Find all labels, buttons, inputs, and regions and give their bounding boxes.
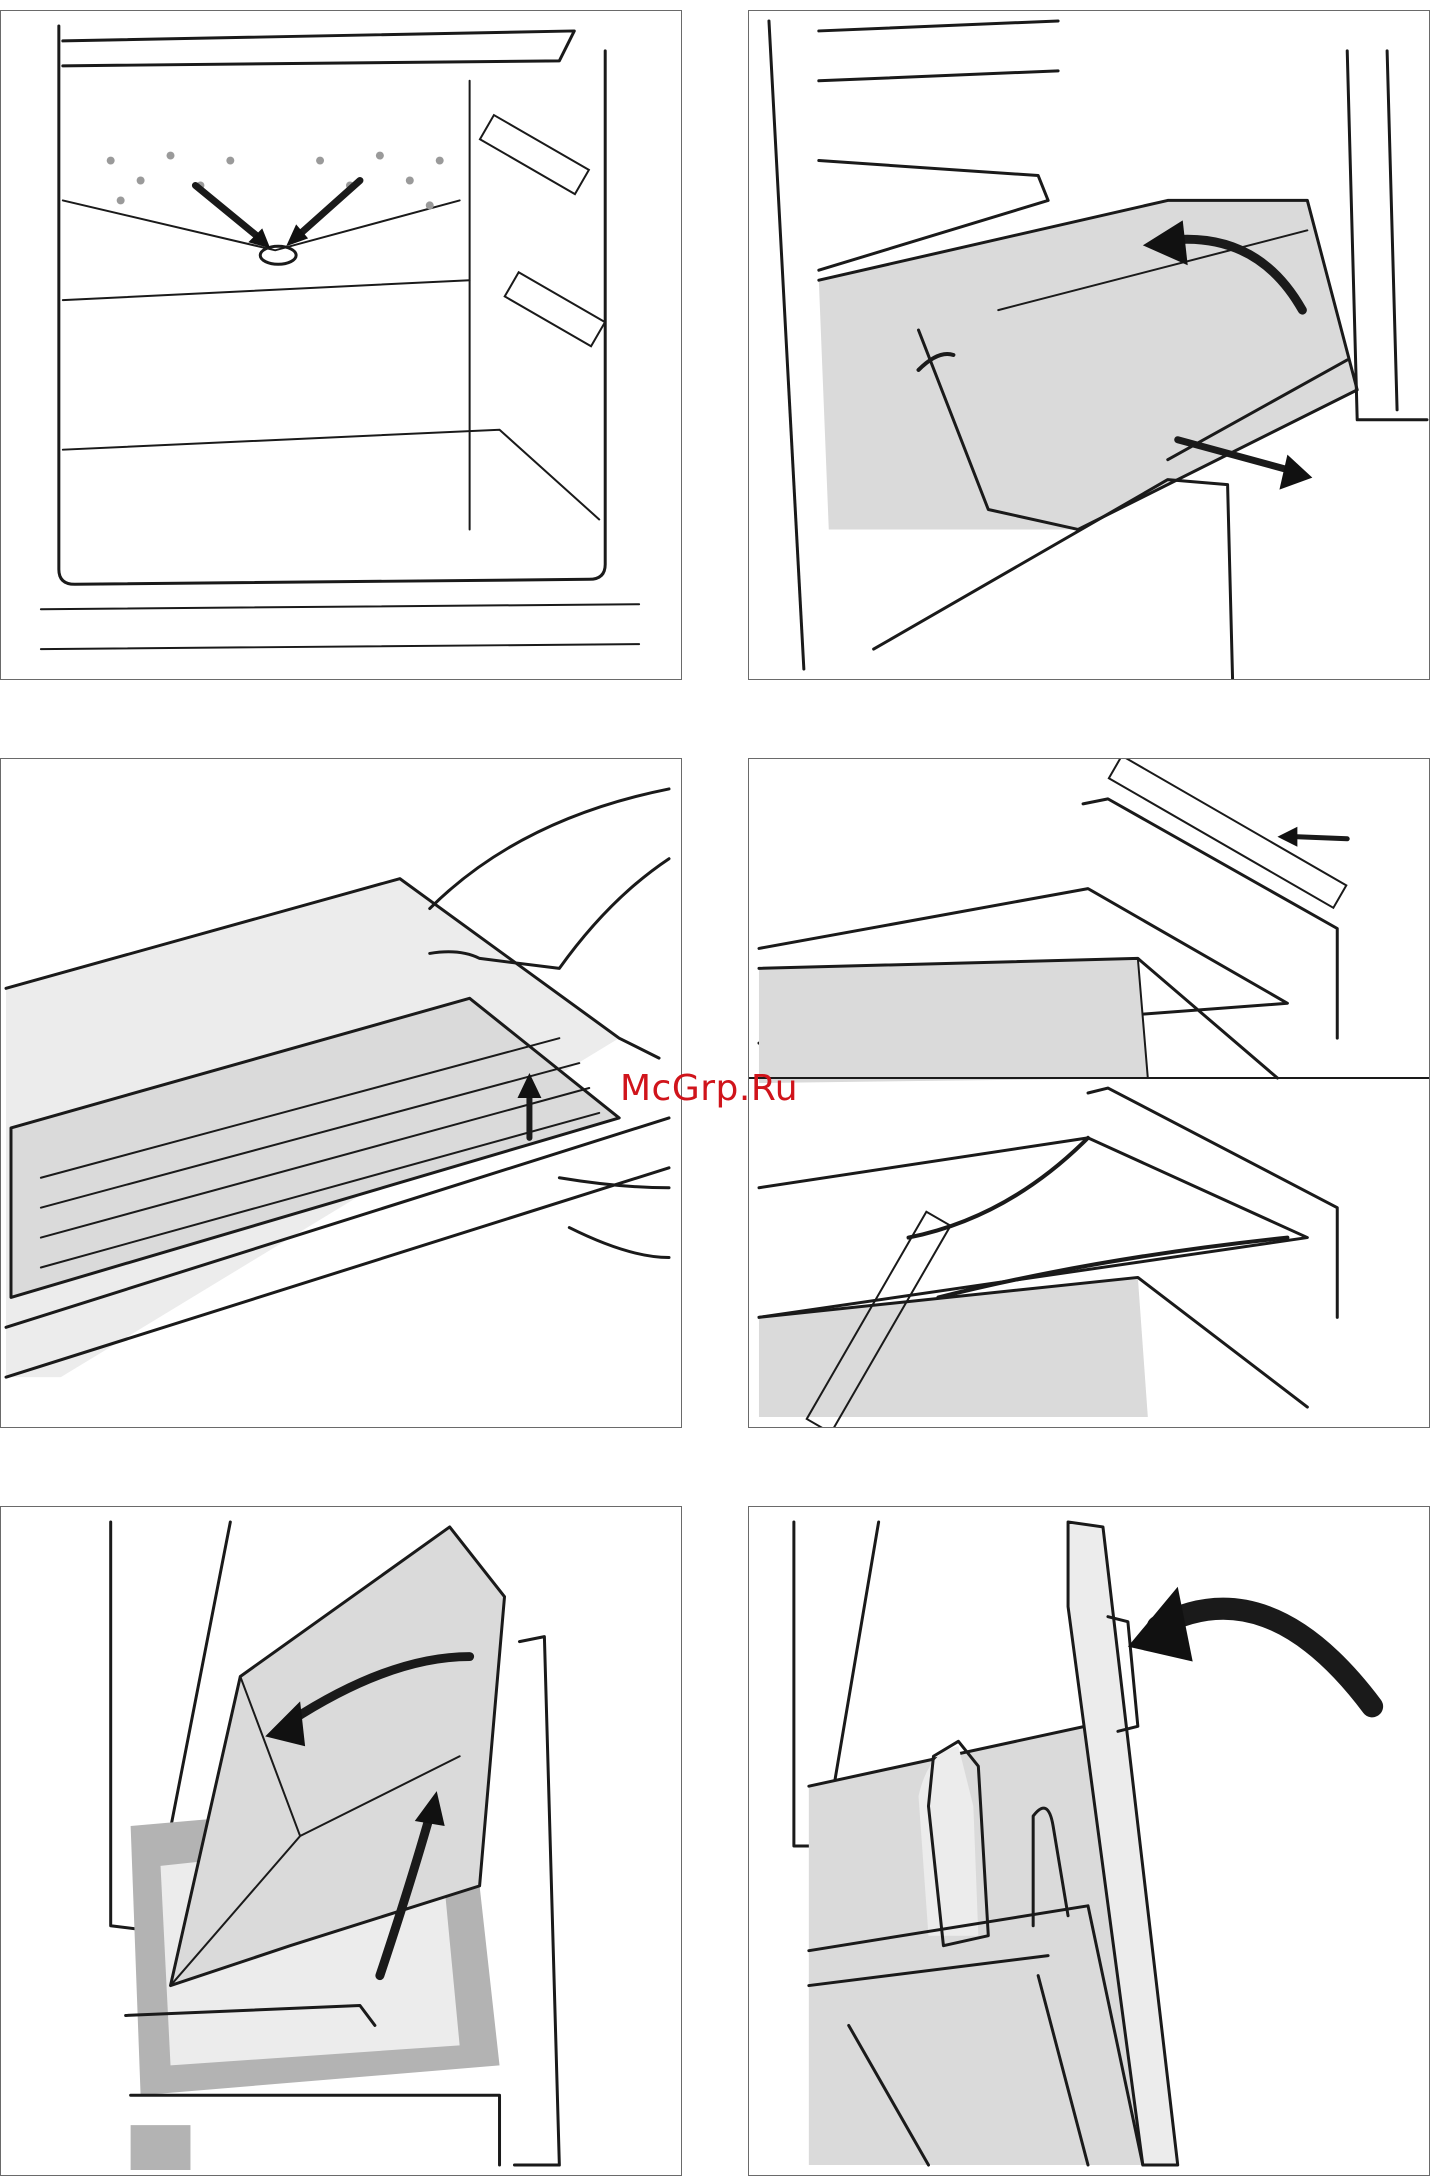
rail-mounting-icon [749,759,1429,1427]
panel-tray-lift [0,758,682,1428]
drawer-removal-icon [749,11,1429,679]
fridge-drain-hole-icon [1,11,681,679]
drawer-close-icon [749,1507,1429,2175]
drawer-tilt-insert-icon [1,1507,681,2175]
tray-lift-icon [1,759,681,1427]
panel-drain-hole [0,10,682,680]
water-drops [107,152,444,210]
panel-drawer-tilt-insert [0,1506,682,2176]
panel-drawer-close [748,1506,1430,2176]
panel-drawer-removal [748,10,1430,680]
panel-rail-mounting [748,758,1430,1428]
watermark-text: McGrp.Ru [620,1068,798,1109]
